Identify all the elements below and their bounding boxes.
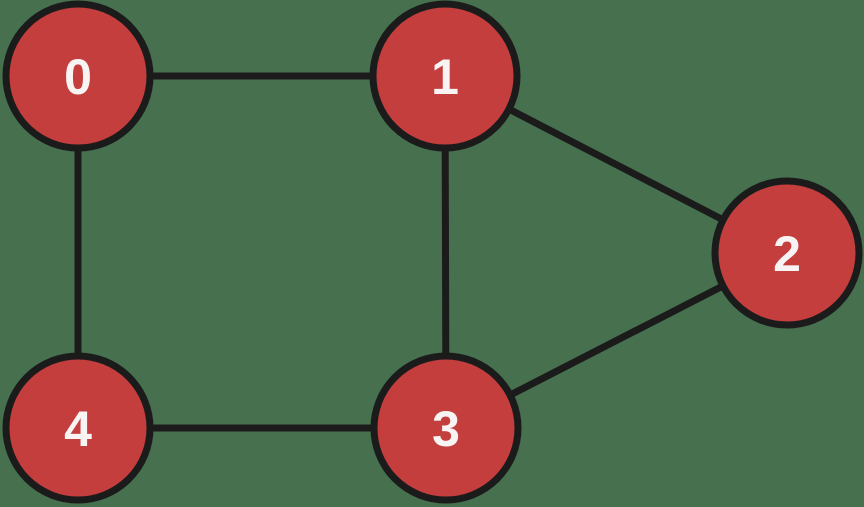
node-circle-4 bbox=[2, 352, 154, 504]
node-circle-0 bbox=[2, 0, 154, 152]
node-label-4: 4 bbox=[64, 401, 92, 457]
node-label-3: 3 bbox=[432, 401, 460, 457]
graph-node-2: 2 bbox=[711, 177, 863, 329]
graph-node-1: 1 bbox=[369, 0, 521, 152]
node-circle-3 bbox=[370, 352, 522, 504]
node-label-1: 1 bbox=[431, 49, 459, 105]
graph-node-0: 0 bbox=[2, 0, 154, 152]
node-circle-1 bbox=[369, 0, 521, 152]
node-circle-2 bbox=[711, 177, 863, 329]
graph-node-3: 3 bbox=[370, 352, 522, 504]
node-label-0: 0 bbox=[64, 49, 92, 105]
graph-node-4: 4 bbox=[2, 352, 154, 504]
node-label-2: 2 bbox=[773, 226, 801, 282]
